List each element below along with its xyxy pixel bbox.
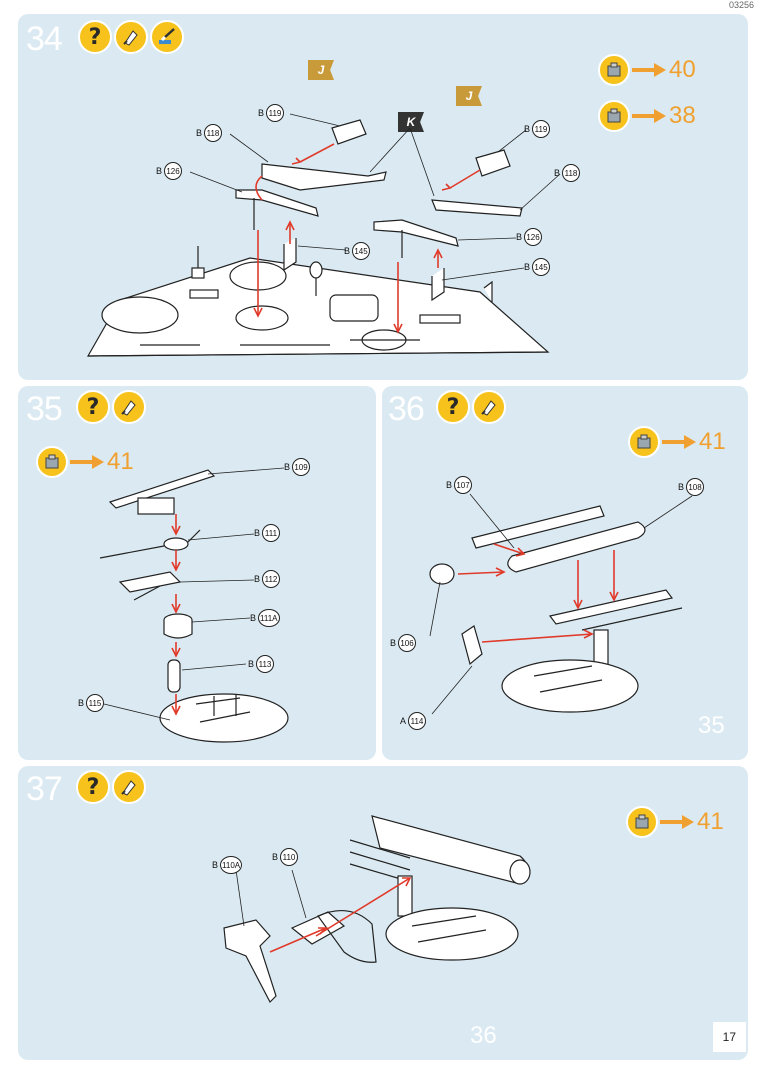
box-icon <box>626 806 658 838</box>
reference-step-40: 40 <box>598 54 696 86</box>
step-37-number: 37 <box>26 770 63 808</box>
reference-number: 40 <box>669 56 696 83</box>
reference-number: 41 <box>699 428 726 455</box>
glue-icon <box>472 390 506 424</box>
arrow-right-icon <box>632 109 666 123</box>
reference-step-41: 41 <box>626 806 724 838</box>
arrow-right-icon <box>660 815 694 829</box>
decal-flag-j: J <box>308 60 334 80</box>
step-36-reference-watermark: 35 <box>698 712 725 739</box>
step-34-number: 34 <box>26 20 63 58</box>
decal-flag-k: K <box>398 112 424 132</box>
glue-icon <box>112 390 146 424</box>
reference-number: 38 <box>669 102 696 129</box>
glue-icon <box>114 20 148 54</box>
box-icon <box>628 426 660 458</box>
step-35-drawing <box>99 467 289 743</box>
arrow-right-icon <box>632 63 666 77</box>
document-code: 03256 <box>728 0 754 10</box>
step-36-drawing <box>429 493 693 715</box>
glue-icon <box>112 770 146 804</box>
question-icon: ? <box>78 20 112 54</box>
question-icon: ? <box>436 390 470 424</box>
reference-number: 41 <box>107 448 134 475</box>
paint-brush-icon <box>150 20 184 54</box>
step-36-number: 36 <box>388 390 425 428</box>
reference-step-38: 38 <box>598 100 696 132</box>
box-icon <box>598 54 630 86</box>
reference-step-41: 41 <box>36 446 134 478</box>
box-icon <box>36 446 68 478</box>
question-icon: ? <box>76 390 110 424</box>
step-37-drawing <box>223 815 531 1004</box>
arrow-right-icon <box>70 455 104 469</box>
box-icon <box>598 100 630 132</box>
reference-number: 41 <box>697 808 724 835</box>
step-37-reference-watermark: 36 <box>470 1022 497 1049</box>
step-35-number: 35 <box>26 390 63 428</box>
decal-flag-j: J <box>456 86 482 106</box>
arrow-right-icon <box>662 435 696 449</box>
page-number: 17 <box>712 1022 746 1052</box>
question-icon: ? <box>76 770 110 804</box>
step-34-drawing <box>86 113 561 357</box>
reference-step-41: 41 <box>628 426 726 458</box>
